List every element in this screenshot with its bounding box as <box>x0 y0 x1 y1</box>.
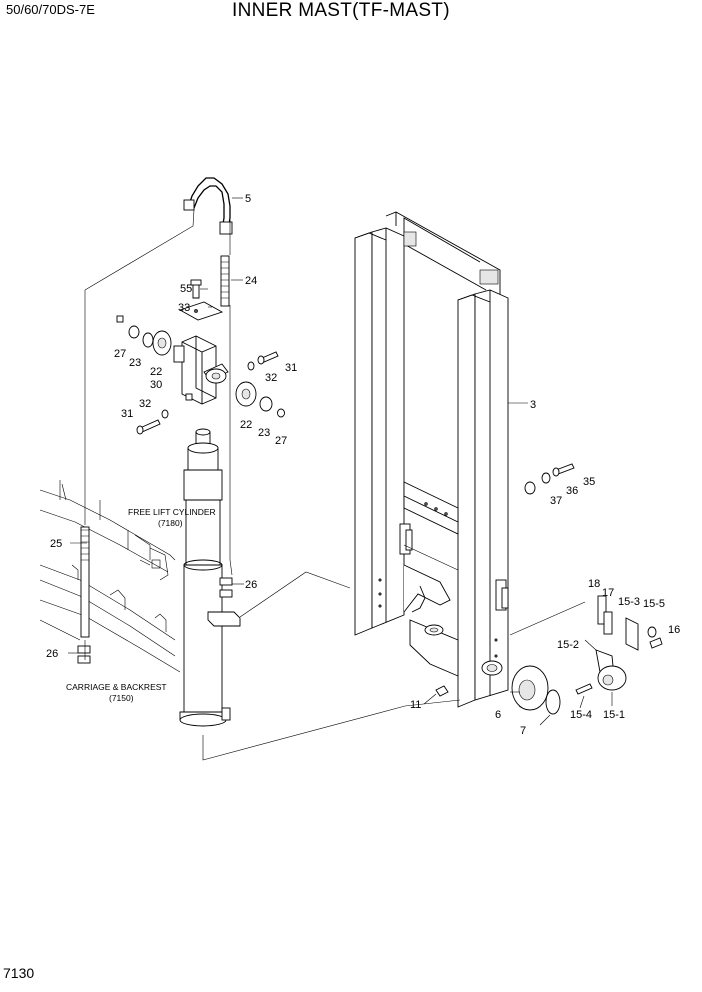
callout-27-left: 27 <box>114 348 126 360</box>
callout-22-right: 22 <box>240 419 252 431</box>
small-washer-27-left <box>116 315 124 323</box>
callout-15-4: 15-4 <box>570 709 592 721</box>
plate-hole <box>194 309 198 313</box>
bolt-35-head <box>552 467 560 477</box>
shim-17 <box>603 611 613 635</box>
washer-23-left <box>142 332 154 348</box>
callout-6: 6 <box>495 709 501 721</box>
free-lift-cylinder <box>179 428 241 727</box>
bolt-55-head <box>190 279 202 286</box>
bracket-15-3 <box>625 617 639 651</box>
nut-26-left-b <box>77 655 91 664</box>
callout-7: 7 <box>520 725 526 737</box>
callout-15-3: 15-3 <box>618 596 640 608</box>
callout-18: 18 <box>588 578 600 590</box>
callout-55: 55 <box>180 283 192 295</box>
model-number: 50/60/70DS-7E <box>6 2 95 17</box>
bearing-22-left-bore <box>157 337 167 349</box>
callout-30: 30 <box>150 379 162 391</box>
bolt-31-upper-head <box>257 355 265 365</box>
bolt-31-lower-head <box>136 425 144 435</box>
snap-ring-27-left <box>128 325 140 339</box>
nut-26-right-a <box>219 577 233 586</box>
page-number: 7130 <box>3 965 35 981</box>
callout-31-lower: 31 <box>121 408 133 420</box>
carriage-backrest-outline <box>39 480 181 673</box>
callout-23-right: 23 <box>258 427 270 439</box>
rod-25 <box>80 526 90 638</box>
callout-31-upper: 31 <box>285 362 297 374</box>
shim-18 <box>597 595 607 625</box>
washer-15-5 <box>647 626 657 638</box>
callout-32-upper: 32 <box>265 372 277 384</box>
callout-26-right: 26 <box>245 579 257 591</box>
inner-mast-assembly <box>354 211 509 708</box>
callout-25: 25 <box>50 538 62 550</box>
callout-27-right: 27 <box>275 435 287 447</box>
callout-22-left: 22 <box>150 366 162 378</box>
page-title: INNER MAST(TF-MAST) <box>232 0 450 21</box>
bolt-16 <box>649 637 663 649</box>
washer-36 <box>541 472 551 484</box>
washer-23-right <box>259 396 273 412</box>
leader-lines <box>68 197 613 761</box>
callout-36: 36 <box>566 485 578 497</box>
callout-23-left: 23 <box>129 357 141 369</box>
washer-32-upper <box>247 361 255 371</box>
note-carriage-backrest-ref: (7150) <box>109 693 134 703</box>
nut-26-left-a <box>77 645 91 654</box>
plate-33 <box>178 301 224 321</box>
bearing-22-right-bore <box>241 388 251 400</box>
callout-17: 17 <box>602 587 614 599</box>
note-carriage-backrest: CARRIAGE & BACKREST <box>66 682 167 692</box>
washer-32-lower <box>161 409 169 419</box>
callout-15-1: 15-1 <box>603 709 625 721</box>
callout-11: 11 <box>410 699 421 711</box>
callout-15-5: 15-5 <box>643 598 665 610</box>
snap-ring-27-right <box>277 408 285 418</box>
callout-24: 24 <box>245 275 257 287</box>
nut-26-right-b <box>219 589 233 598</box>
bolt-15-4 <box>575 683 593 695</box>
callout-37: 37 <box>550 495 562 507</box>
callout-5: 5 <box>245 193 251 205</box>
chain-sheave-block <box>173 335 229 405</box>
side-roller-15-1-hub <box>602 674 614 686</box>
washer-37 <box>524 481 536 495</box>
fitting-11 <box>435 685 449 697</box>
lift-chain <box>183 177 233 307</box>
callout-26-left: 26 <box>46 648 58 660</box>
snap-ring-7 <box>545 689 561 715</box>
callout-35: 35 <box>583 476 595 488</box>
callout-33: 33 <box>178 302 190 314</box>
callout-32-lower: 32 <box>139 398 151 410</box>
callout-3: 3 <box>530 399 536 411</box>
callout-16: 16 <box>668 624 680 636</box>
callout-15-2: 15-2 <box>557 639 579 651</box>
rod-25-thread <box>81 529 89 561</box>
note-free-lift-cylinder: FREE LIFT CYLINDER <box>128 507 216 517</box>
note-free-lift-cylinder-ref: (7180) <box>158 518 183 528</box>
roller-6-hub <box>518 679 536 701</box>
